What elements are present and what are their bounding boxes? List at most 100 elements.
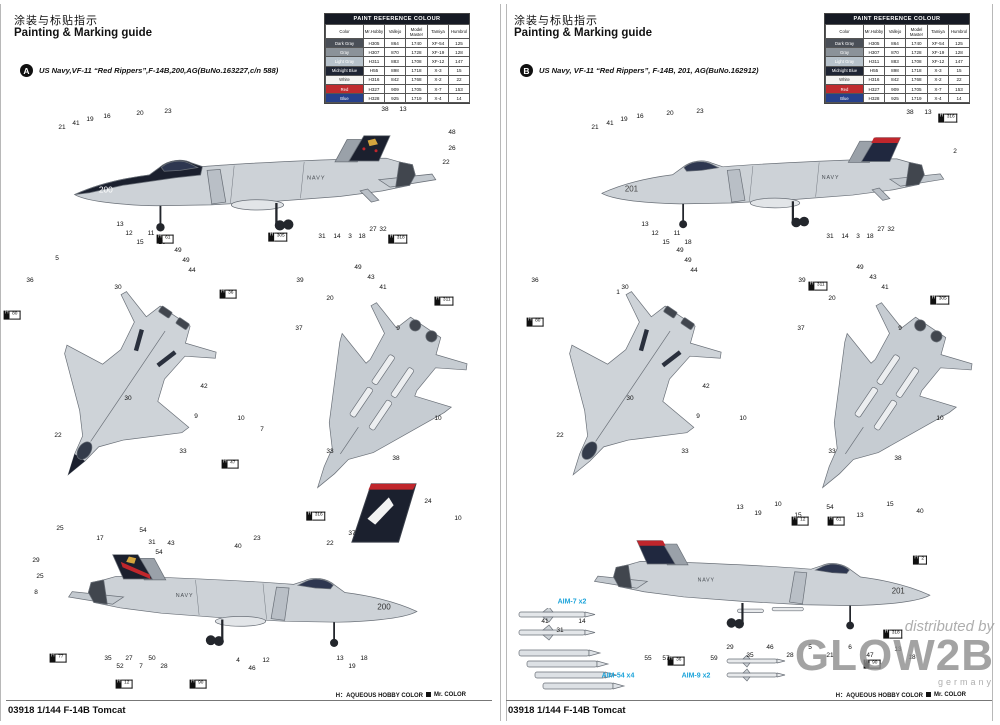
- callout-number: 18: [908, 653, 916, 661]
- plan-view-bottom-b: [821, 302, 973, 489]
- col-color: Color: [325, 24, 364, 39]
- plan-view-top-a: [64, 291, 217, 476]
- paint-table-header-row: Color Mr.Hobby Vallejo Model Master Tami…: [325, 24, 470, 39]
- paint-row: Light Gray H311 883 1708 XF-12 147: [325, 56, 470, 67]
- canopy: [160, 160, 199, 172]
- mr-color-note: Mr. COLOR: [433, 691, 466, 698]
- color-system-note: H：AQUEOUS HOBBY COLOR Mr. COLOR: [835, 691, 966, 700]
- callout-number: 29: [32, 556, 40, 564]
- footer-rule: [506, 700, 992, 701]
- page-border-center: [500, 4, 501, 721]
- callout-number: 16: [636, 112, 644, 120]
- fin-arrow: [367, 497, 394, 525]
- navy-marking: NAVY: [822, 175, 840, 181]
- callout-number: 10: [774, 500, 782, 508]
- aim7-label: AIM-7 x2: [557, 598, 587, 606]
- title-english: Painting & Marking guide: [14, 27, 153, 39]
- callout-number: 15: [794, 511, 802, 519]
- callout-number: 13: [894, 645, 902, 653]
- callout-number: 40: [234, 542, 242, 550]
- callout-number: 20: [828, 294, 836, 302]
- paint-row: Red H327 909 1705 X-7 153: [825, 83, 970, 95]
- callout-number: 21: [591, 123, 599, 131]
- aim9-label: AIM-9 x2: [681, 672, 711, 680]
- paint-row: Gray H307 870 1728 XF-19 128: [325, 47, 470, 58]
- page-b: 涂装与标贴指示 Painting & Marking guide PAINT R…: [500, 0, 1000, 725]
- callout-number: 36: [26, 276, 34, 284]
- scheme-letter-badge: A: [20, 64, 33, 77]
- modex-number: 201: [892, 586, 905, 595]
- scheme-caption-text: US Navy, VF-11 “Red Rippers”, F-14B, 201…: [539, 66, 759, 75]
- callout-number: 23: [253, 534, 261, 542]
- callout-number: 17: [96, 534, 104, 542]
- tail-fin: [348, 135, 391, 162]
- paint-row: Gray H307 870 1728 XF-19 128: [825, 47, 970, 58]
- callout-number: 8: [34, 588, 38, 596]
- callout-number: 39: [296, 276, 304, 284]
- paint-swatch-cell: Dark Gray: [325, 37, 364, 49]
- col-mr-hobby: Mr.Hobby: [363, 24, 385, 39]
- callout-number: 20: [666, 109, 674, 117]
- watermark-suffix: germany: [937, 676, 994, 687]
- modex-number: 200: [99, 185, 113, 195]
- callout-number: 20: [136, 109, 144, 117]
- scheme-caption-a: A US Navy,VF-11 “Red Rippers”,F-14B,200,…: [20, 64, 278, 77]
- landing-gear: [156, 203, 294, 232]
- footer-rule: [6, 700, 492, 701]
- side-profile-top-b: 201 NAVY: [601, 137, 945, 229]
- phoenix-missiles: [349, 354, 414, 431]
- side-profile-bottom-b: 201 NAVY: [593, 540, 931, 630]
- nozzle: [395, 161, 416, 188]
- callout-number: 46: [248, 664, 256, 672]
- callout-number: 49: [676, 246, 684, 254]
- mr-color-square-icon: [925, 692, 931, 697]
- callout-number: 16: [103, 112, 111, 120]
- callout-number: 49: [856, 263, 864, 271]
- aim9-missiles-diagram: [726, 655, 786, 682]
- callout-number: 25: [36, 572, 44, 580]
- callout-number: 23: [164, 107, 172, 115]
- aim54-label: AIM-54 x4: [601, 672, 635, 680]
- scheme-letter-badge: B: [520, 64, 533, 77]
- callout-number: 5: [55, 254, 59, 262]
- paint-row: White H316 842 1768 X-2 22: [825, 74, 970, 85]
- callout-number: 6: [848, 643, 852, 651]
- aqueous-note: H：AQUEOUS HOBBY COLOR: [335, 693, 423, 699]
- canopy: [76, 441, 93, 460]
- callout-number: 23: [696, 107, 704, 115]
- callout-number: 19: [86, 115, 94, 123]
- paint-row: Midnight Blue H55 898 1718 X-3 15: [825, 65, 970, 76]
- paint-table-title: PAINT REFERENCE COLOUR: [325, 14, 469, 24]
- scheme-caption-b: B US Navy, VF-11 “Red Rippers”, F-14B, 2…: [520, 64, 759, 77]
- paint-row: Light Gray H311 883 1708 XF-12 147: [825, 56, 970, 67]
- callout-number: 21: [58, 123, 66, 131]
- callout-number: 36: [531, 276, 539, 284]
- col-tamiya: Tamiya: [427, 24, 449, 39]
- tail-fin-detail: [351, 483, 417, 543]
- paint-swatch-cell: Red: [325, 83, 364, 95]
- navy-marking: NAVY: [307, 176, 326, 182]
- paint-row: Blue H328 925 1719 X-4 14: [825, 93, 970, 104]
- callout-number: 57: [662, 654, 670, 662]
- aim54-missiles-diagram: [518, 649, 626, 690]
- scheme-caption-text: US Navy,VF-11 “Red Rippers”,F-14B,200,AG…: [39, 66, 279, 75]
- col-model-master: Model Master: [405, 24, 428, 39]
- callout-number: 19: [754, 509, 762, 517]
- callout-number: 44: [690, 266, 698, 274]
- callout-number: 39: [798, 276, 806, 284]
- paint-swatch-cell: White: [325, 74, 364, 85]
- callout-number: 19: [620, 115, 628, 123]
- title-chinese: 涂装与标贴指示: [14, 15, 98, 27]
- callout-number: 41: [606, 119, 614, 127]
- callout-number: 10: [454, 514, 462, 522]
- callout-number: 49: [684, 256, 692, 264]
- aim7-missiles-diagram: [518, 608, 596, 641]
- paint-swatch-cell: Blue: [325, 93, 364, 104]
- paint-swatch-cell: Midnight Blue: [325, 65, 364, 76]
